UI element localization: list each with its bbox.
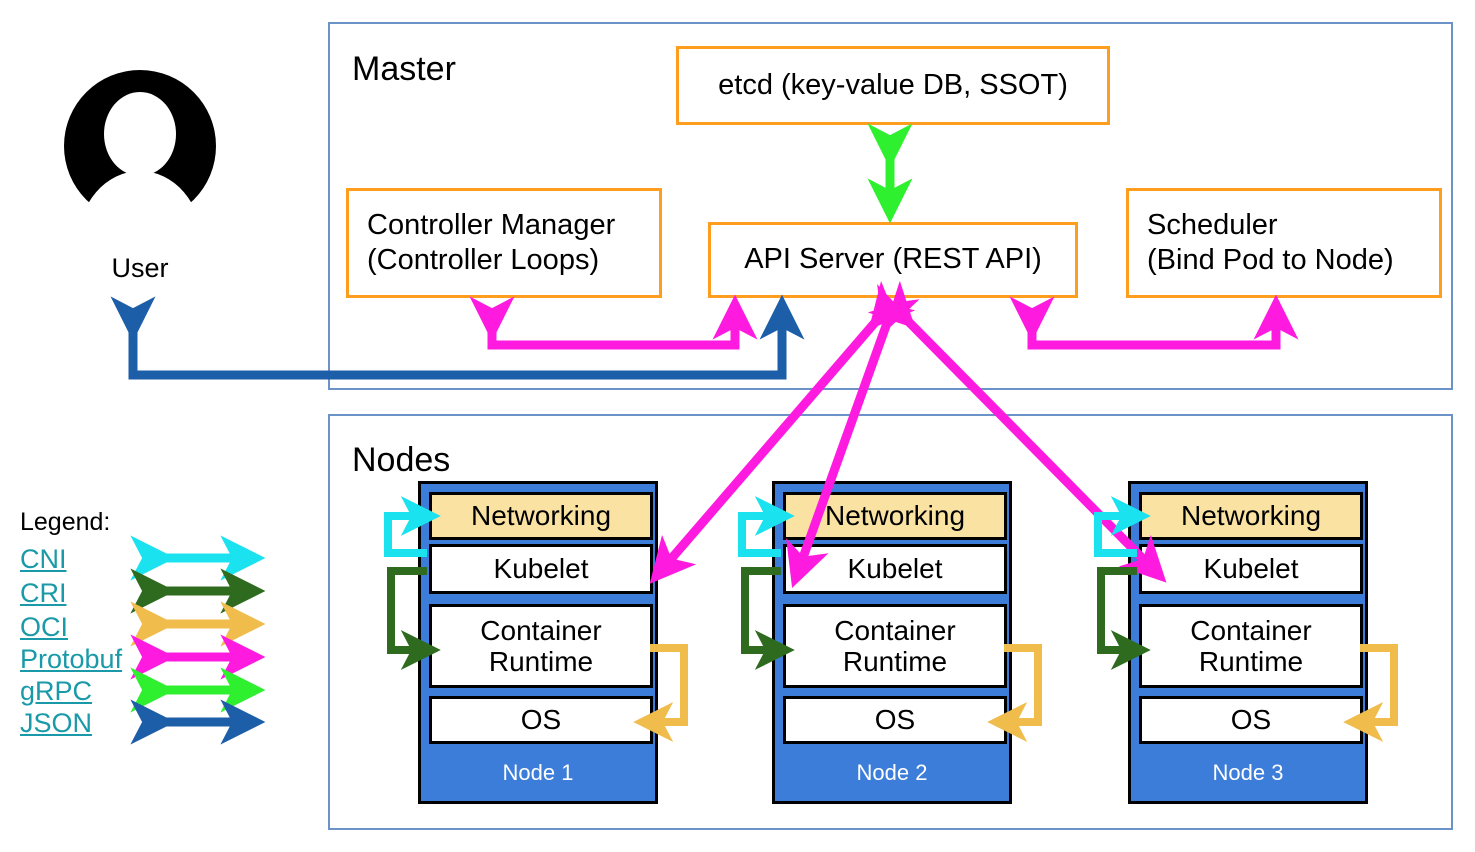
node-2-container-runtime-layer[interactable]: Container Runtime <box>783 604 1007 688</box>
connector-cri-node2[interactable] <box>741 567 795 670</box>
node-1[interactable]: Networking Kubelet Container Runtime OS … <box>418 481 658 804</box>
node-2-os-layer[interactable]: OS <box>783 696 1007 744</box>
connector-cni-node3[interactable] <box>1094 496 1151 557</box>
etcd-box[interactable]: etcd (key-value DB, SSOT) <box>676 46 1110 125</box>
legend-label-oci[interactable]: OCI <box>20 612 69 642</box>
legend-label-cri[interactable]: CRI <box>20 578 67 608</box>
node-1-container-runtime-layer[interactable]: Container Runtime <box>429 604 653 688</box>
legend-label-grpc[interactable]: gRPC <box>20 676 93 706</box>
api-server-box[interactable]: API Server (REST API) <box>708 222 1078 298</box>
user-avatar-icon <box>64 70 216 222</box>
node-3-os-layer[interactable]: OS <box>1139 696 1363 744</box>
node-1-label: Node 1 <box>502 760 574 785</box>
node-3-kubelet-layer[interactable]: Kubelet <box>1139 544 1363 594</box>
nodes-group-title: Nodes <box>352 441 451 479</box>
node-1-kubelet-layer[interactable]: Kubelet <box>429 544 653 594</box>
connector-oci-node1[interactable] <box>633 644 688 742</box>
connector-oci-node2[interactable] <box>987 644 1042 742</box>
connector-cni-node1[interactable] <box>384 496 441 557</box>
controller-manager-box[interactable]: Controller Manager (Controller Loops) <box>346 188 662 298</box>
node-2-label: Node 2 <box>856 760 928 785</box>
node-1-networking-layer[interactable]: Networking <box>429 492 653 540</box>
legend-label-cni[interactable]: CNI <box>20 544 67 574</box>
node-1-os-layer[interactable]: OS <box>429 696 653 744</box>
node-3-container-runtime-layer[interactable]: Container Runtime <box>1139 604 1363 688</box>
user-caption: User <box>111 253 169 283</box>
node-3[interactable]: Networking Kubelet Container Runtime OS … <box>1128 481 1368 804</box>
master-group-title: Master <box>352 50 456 88</box>
connector-cri-node3[interactable] <box>1097 567 1151 670</box>
node-3-networking-layer[interactable]: Networking <box>1139 492 1363 540</box>
node-2-kubelet-layer[interactable]: Kubelet <box>783 544 1007 594</box>
connector-cni-node2[interactable] <box>738 496 795 557</box>
node-3-label: Node 3 <box>1212 760 1284 785</box>
scheduler-box[interactable]: Scheduler (Bind Pod to Node) <box>1126 188 1442 298</box>
legend-label-json[interactable]: JSON <box>20 708 93 738</box>
connector-oci-node3[interactable] <box>1343 644 1398 742</box>
connector-protobuf-apiserver-node3[interactable] <box>867 280 1167 583</box>
node-2[interactable]: Networking Kubelet Container Runtime OS … <box>772 481 1012 804</box>
legend-label-protobuf[interactable]: Protobuf <box>20 644 123 674</box>
legend-title: Legend: <box>20 508 111 536</box>
connector-cri-node1[interactable] <box>387 567 441 670</box>
